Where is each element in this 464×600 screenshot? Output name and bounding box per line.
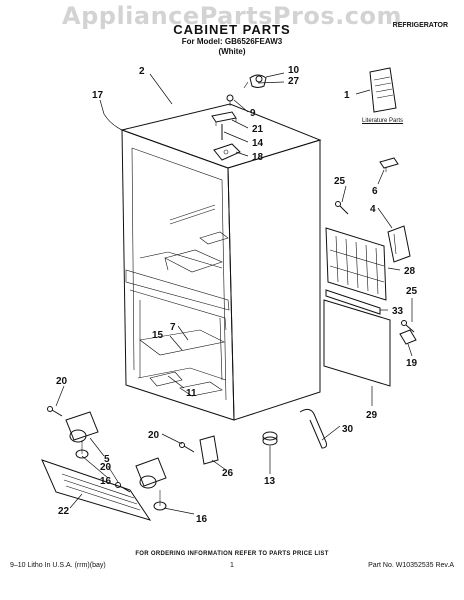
callout-26: 26 [222,468,234,479]
callout-7: 7 [170,322,176,333]
callout-21: 21 [252,124,264,135]
callout-1: 1 [344,90,350,101]
callout-27: 27 [288,76,300,87]
callout-28: 28 [404,266,416,277]
callout-10: 10 [288,65,300,76]
top-hinge-parts [211,74,267,161]
callout-13: 13 [264,476,276,487]
watermark: AppliancePartsPros.com [62,2,402,30]
callout-22: 22 [58,506,70,517]
callout-17: 17 [92,90,104,101]
cabinet [120,103,322,421]
category-label: REFRIGERATOR [392,22,448,29]
literature-label: Literature Parts [362,118,404,124]
model-line: For Model: GB6526FEAW3 [181,37,283,46]
callout-25a: 25 [334,176,346,187]
lower-parts [41,406,278,521]
page-title: CABINET PARTS [173,22,291,37]
callout-20a: 20 [56,376,68,387]
callout-5: 5 [104,454,110,465]
leader-lines [55,72,413,515]
callout-18: 18 [252,152,264,163]
callout-30: 30 [342,424,354,435]
color-line: (White) [218,47,246,56]
callout-19: 19 [406,358,418,369]
callout-6: 6 [372,186,378,197]
ordering-info: FOR ORDERING INFORMATION REFER TO PARTS … [135,551,329,557]
callout-29: 29 [366,410,378,421]
callout-16a: 16 [100,476,112,487]
callout-4: 4 [370,204,376,215]
callout-33: 33 [392,306,404,317]
callout-14: 14 [252,138,264,149]
callout-2: 2 [139,66,145,77]
callout-20b: 20 [148,430,160,441]
callout-15: 15 [152,330,164,341]
callout-20c: 20 [100,462,112,473]
literature-parts [369,67,397,113]
litho-info: 9–10 Litho In U.S.A. (rrm)(bay) [10,562,106,569]
callout-25b: 25 [406,286,418,297]
callout-16b: 16 [196,514,208,525]
callout-11: 11 [186,388,197,399]
callout-9: 9 [250,108,256,119]
page-number: 1 [230,562,234,569]
callout-numbers: 2 17 10 27 9 21 14 18 1 25 6 4 28 25 33 … [56,65,418,525]
right-side-parts [299,157,417,449]
part-number: Part No. W10352535 Rev.A [368,562,454,569]
